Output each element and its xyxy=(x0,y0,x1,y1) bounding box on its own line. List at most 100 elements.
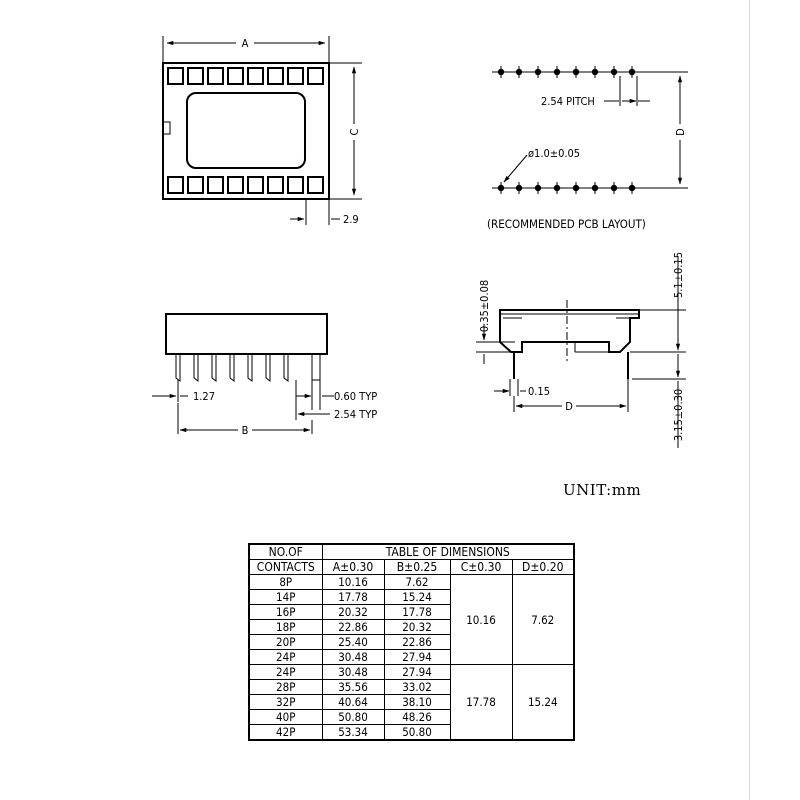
dim-c-label: C xyxy=(348,128,361,135)
table-cell: 20P xyxy=(248,634,323,650)
pcb-layout: 2.54 PITCH D ø1.0±0.05 (RECOMMENDED PCB … xyxy=(487,66,688,231)
socket-contact xyxy=(227,67,244,85)
side-pin xyxy=(175,354,181,382)
dimensions-table: NO.OF TABLE OF DIMENSIONS CONTACTS A±0.3… xyxy=(248,543,575,741)
socket-body-outline xyxy=(162,62,330,200)
table-cell: 16P xyxy=(248,604,323,620)
side-view: 1.27 0.60 TYP 2.54 TYP B xyxy=(152,313,377,437)
pcb-hole xyxy=(610,68,618,76)
pcb-hole xyxy=(534,184,542,192)
table-cell: 25.40 xyxy=(321,634,385,650)
table-cell: 32P xyxy=(248,694,323,710)
end-view: 0.35±0.08 5.1±0.15 3.15±0.30 0.15 D xyxy=(476,252,686,448)
pin-width-label: 0.60 TYP xyxy=(334,390,377,403)
column-header: A±0.30 xyxy=(321,559,385,575)
table-cell-d-value: 15.24 xyxy=(511,664,575,741)
table-cell: 24P xyxy=(248,649,323,665)
table-cell: 24P xyxy=(248,664,323,680)
socket-contact xyxy=(267,176,284,194)
bottom-contact-row xyxy=(167,176,324,194)
dim-d-label: D xyxy=(674,128,687,136)
table-cell-c-value: 17.78 xyxy=(449,664,513,741)
table-cell: 30.48 xyxy=(321,649,385,665)
socket-contact xyxy=(167,67,184,85)
table-cell: 33.02 xyxy=(383,679,451,695)
table-cell: 20.32 xyxy=(321,604,385,620)
side-pin xyxy=(311,353,321,381)
top-view: A C 2.9 xyxy=(162,36,362,226)
table-cell: 27.94 xyxy=(383,649,451,665)
thickness-label: 0.35±0.08 xyxy=(478,280,491,332)
socket-contact xyxy=(167,176,184,194)
table-cell: 15.24 xyxy=(383,589,451,605)
table-cell: 50.80 xyxy=(321,709,385,725)
table-cell: 7.62 xyxy=(383,574,451,590)
pcb-hole xyxy=(553,68,561,76)
column-header: B±0.25 xyxy=(383,559,451,575)
lead-label: 0.15 xyxy=(528,385,550,398)
side-pin xyxy=(283,354,289,382)
pin-pitch-label: 2.54 TYP xyxy=(334,408,377,421)
side-pin xyxy=(229,354,235,382)
pcb-layout-caption: (RECOMMENDED PCB LAYOUT) xyxy=(487,217,646,231)
socket-contact xyxy=(287,67,304,85)
table-cell: 50.80 xyxy=(383,724,451,741)
unit-label: UNIT:mm xyxy=(563,481,642,499)
socket-contact xyxy=(227,176,244,194)
socket-contact xyxy=(307,176,324,194)
table-cell: 38.10 xyxy=(383,694,451,710)
pcb-hole xyxy=(591,68,599,76)
socket-contact xyxy=(267,67,284,85)
end-body-outline xyxy=(499,309,640,353)
pitch-label: 2.54 PITCH xyxy=(541,95,595,108)
table-cell: 35.56 xyxy=(321,679,385,695)
pcb-hole xyxy=(591,184,599,192)
pcb-hole xyxy=(497,68,505,76)
dim-a-label: A xyxy=(242,37,249,50)
table-cell: 30.48 xyxy=(321,664,385,680)
socket-contact xyxy=(287,176,304,194)
height-label: 5.1±0.15 xyxy=(672,252,685,298)
table-cell: 40.64 xyxy=(321,694,385,710)
pcb-hole xyxy=(553,184,561,192)
side-pin xyxy=(193,354,199,382)
page-edge-line xyxy=(749,0,750,800)
side-pin xyxy=(247,354,253,382)
table-cell: 27.94 xyxy=(383,664,451,680)
column-header: C±0.30 xyxy=(449,559,513,575)
pcb-hole xyxy=(534,68,542,76)
pin-offset-label: 1.27 xyxy=(193,390,215,403)
table-cell: 18P xyxy=(248,619,323,635)
table-header-contacts: CONTACTS xyxy=(248,559,323,575)
pcb-hole xyxy=(515,68,523,76)
dim-offset-label: 2.9 xyxy=(343,213,359,226)
table-cell: 10.16 xyxy=(321,574,385,590)
table-cell: 17.78 xyxy=(321,589,385,605)
table-title: TABLE OF DIMENSIONS xyxy=(321,543,575,560)
table-cell: 8P xyxy=(248,574,323,590)
pin-length-label: 3.15±0.30 xyxy=(672,389,685,441)
socket-notch xyxy=(163,121,171,135)
table-cell: 20.32 xyxy=(383,619,451,635)
side-pin xyxy=(211,354,217,382)
table-cell-c-value: 10.16 xyxy=(449,574,513,665)
column-header: D±0.20 xyxy=(511,559,575,575)
pcb-hole xyxy=(497,184,505,192)
table-cell: 40P xyxy=(248,709,323,725)
table-cell-d-value: 7.62 xyxy=(511,574,575,665)
end-dim-d-label: D xyxy=(565,400,573,413)
socket-contact xyxy=(187,176,204,194)
pcb-hole xyxy=(628,184,636,192)
pcb-hole xyxy=(628,68,636,76)
technical-drawing: A C 2.9 2.54 PITCH D ø1.0±0.05 (RECOMMEN… xyxy=(152,36,688,448)
hole-size-label: ø1.0±0.05 xyxy=(528,147,580,160)
